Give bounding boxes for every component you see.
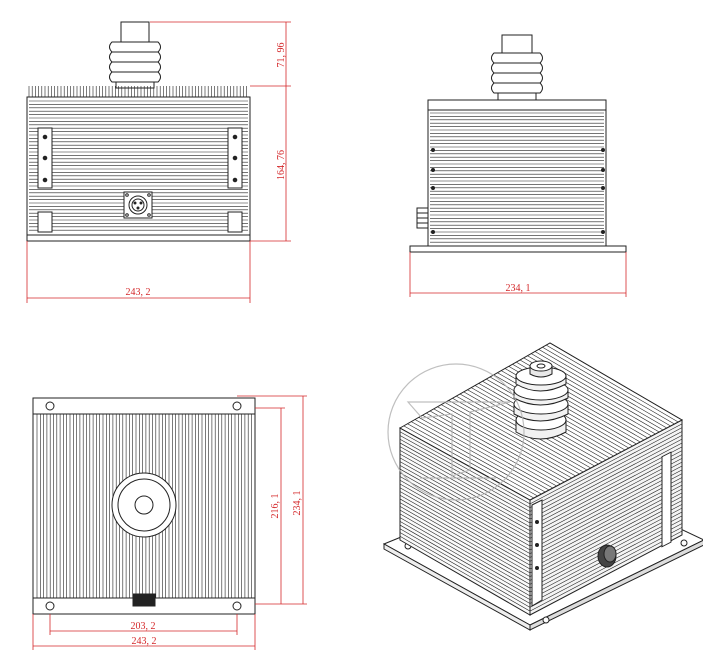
bottom-fins	[36, 414, 252, 598]
mounting-hole-tr	[232, 401, 242, 411]
front-base-plate	[26, 234, 251, 242]
dim-bottom-depth: 234, 1	[292, 491, 303, 516]
dim-side-width: 234, 1	[506, 283, 531, 294]
bottom-connector	[132, 593, 156, 607]
dim-front-body-height: 164, 76	[276, 150, 287, 180]
isometric-view	[382, 342, 703, 631]
dim-front-width: 243, 2	[126, 287, 151, 298]
iso-connector	[597, 544, 617, 568]
dim-front-insulator-height: 71, 96	[276, 43, 287, 68]
front-dimension-lines	[26, 21, 291, 303]
side-base-plate	[409, 245, 627, 253]
side-body-fins	[430, 112, 604, 243]
front-connector	[123, 191, 153, 219]
mounting-hole-br	[232, 601, 242, 611]
bottom-view	[32, 397, 256, 615]
watermark-logo	[387, 363, 525, 501]
dim-bottom-hole-spacing-v: 216, 1	[270, 494, 281, 519]
bottom-insulator	[111, 472, 177, 538]
front-insulator	[109, 21, 161, 89]
iso-insulator	[513, 360, 569, 440]
front-view	[26, 21, 251, 242]
mounting-hole-tl	[45, 401, 55, 411]
bottom-dimension-lines	[32, 395, 307, 650]
mounting-hole-bl	[45, 601, 55, 611]
side-view	[409, 34, 627, 253]
dim-bottom-hole-spacing-h: 203, 2	[131, 621, 156, 632]
side-body	[427, 99, 607, 247]
dim-bottom-width: 243, 2	[132, 636, 157, 647]
side-holes	[431, 148, 605, 234]
side-dimension-lines	[409, 252, 627, 297]
side-connector	[416, 207, 429, 229]
front-top-fins	[28, 86, 247, 97]
side-insulator	[491, 34, 543, 101]
